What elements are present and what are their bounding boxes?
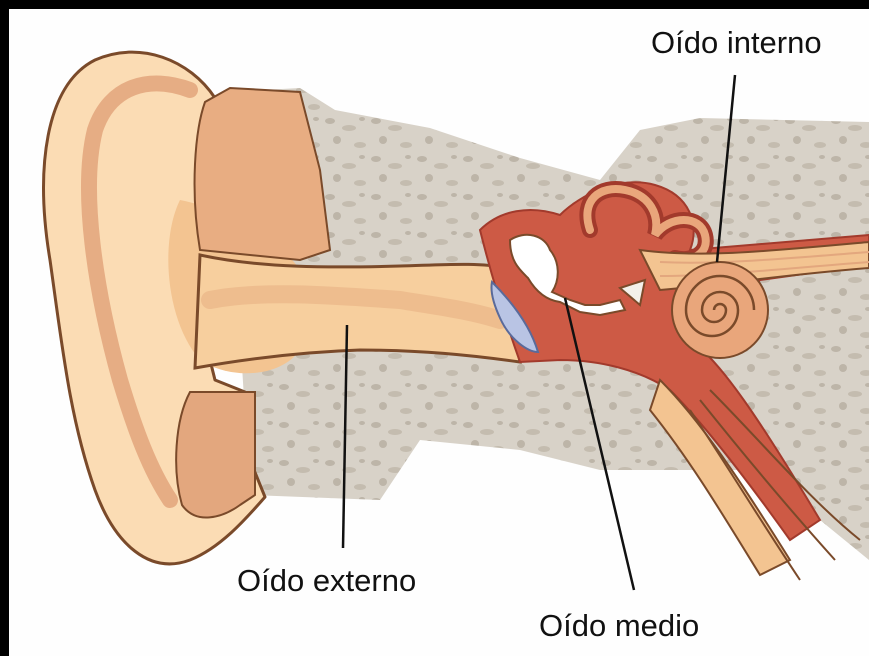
label-middle-ear: Oído medio — [539, 610, 699, 641]
label-inner-ear: Oído interno — [651, 27, 822, 58]
label-outer-ear: Oído externo — [237, 565, 416, 596]
tragus-region — [176, 392, 255, 518]
